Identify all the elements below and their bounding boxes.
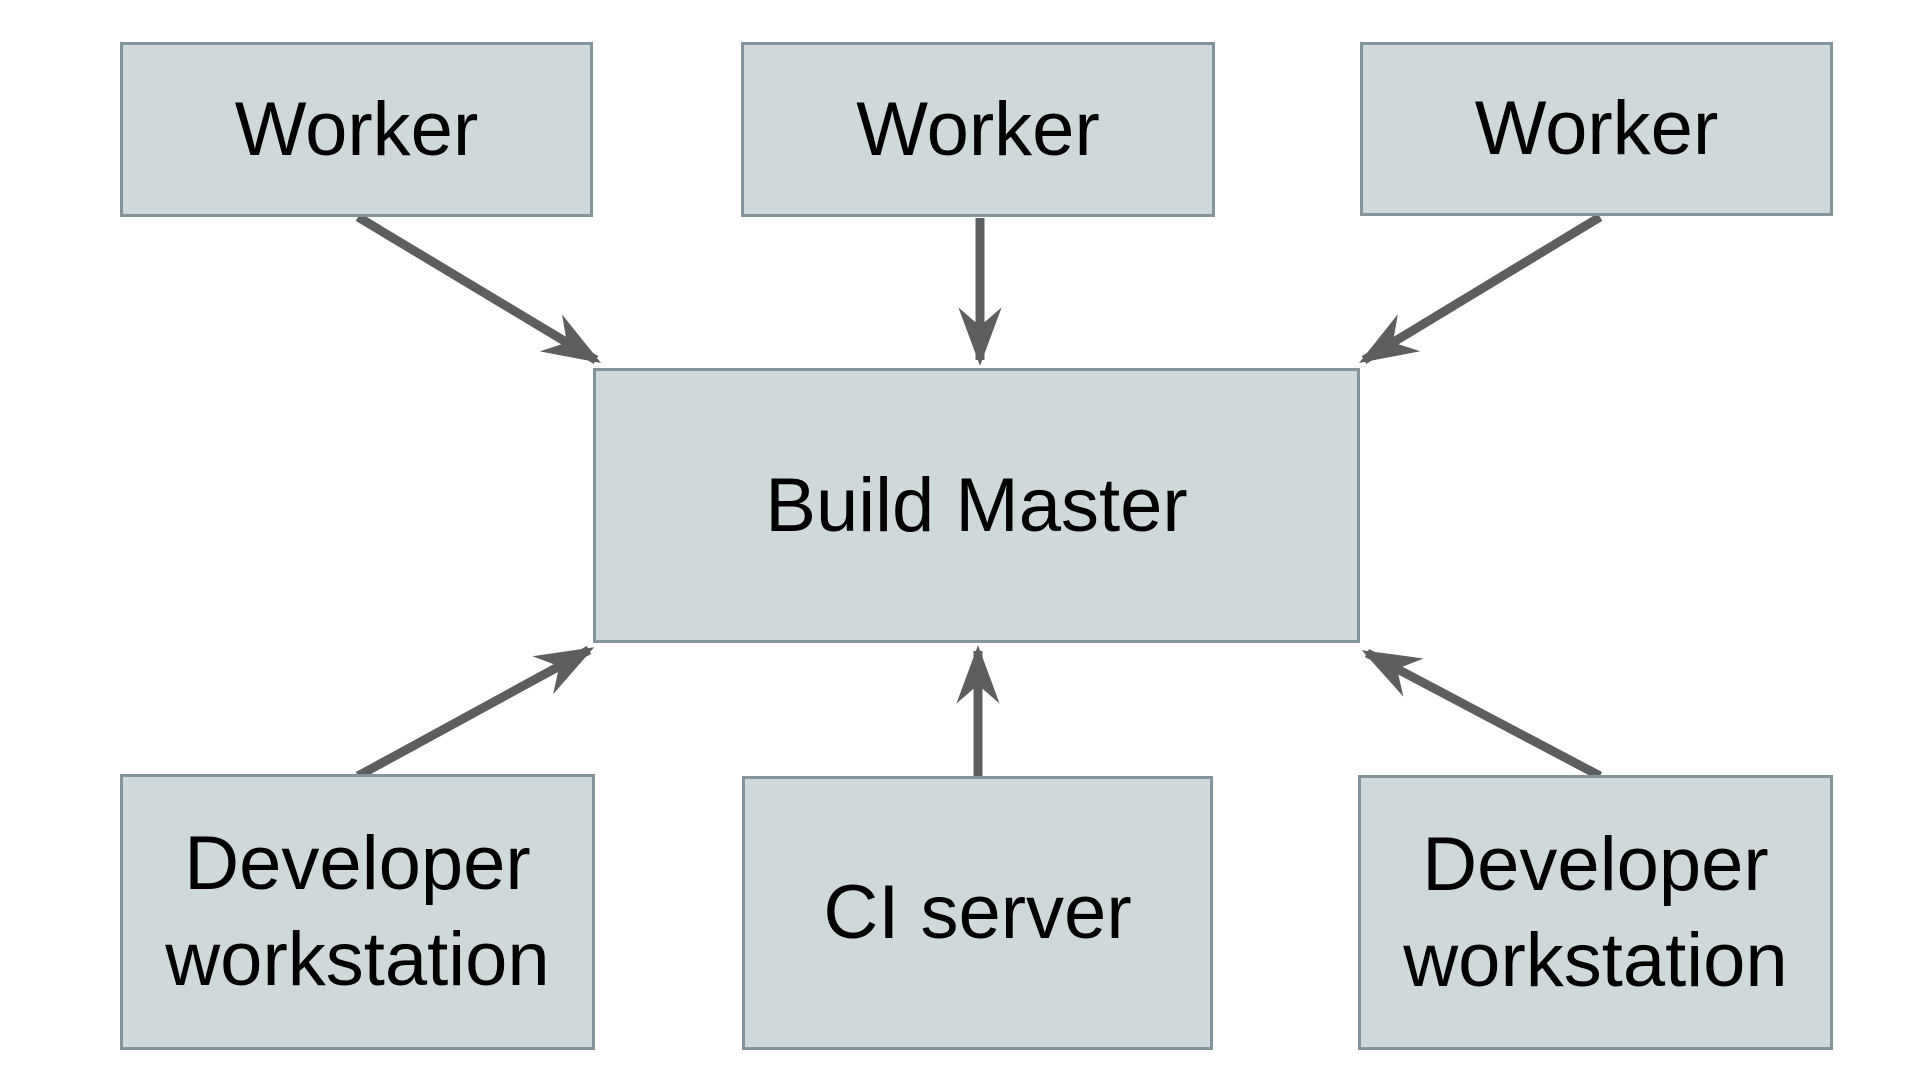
arrow-dev-right-to-build-master <box>1361 649 1603 780</box>
node-worker-1: Worker <box>120 42 593 217</box>
node-developer-workstation-right: Developer workstation <box>1358 775 1833 1050</box>
node-worker-3-label: Worker <box>1474 86 1719 171</box>
node-ci-server-label: CI server <box>823 870 1132 955</box>
arrow-worker3-to-build-master <box>1358 213 1603 364</box>
node-developer-workstation-left: Developer workstation <box>120 774 595 1050</box>
node-developer-workstation-right-label: Developer workstation <box>1403 821 1788 1003</box>
node-worker-1-label: Worker <box>234 86 479 172</box>
node-build-master: Build Master <box>593 368 1360 643</box>
arrow-worker1-to-build-master <box>355 213 602 364</box>
arrow-dev-left-to-build-master <box>355 646 595 780</box>
node-ci-server: CI server <box>742 776 1213 1050</box>
node-developer-workstation-left-label: Developer workstation <box>165 821 550 1002</box>
node-worker-2-label: Worker <box>856 86 1100 172</box>
node-build-master-label: Build Master <box>765 462 1188 548</box>
node-worker-3: Worker <box>1360 42 1833 216</box>
node-worker-2: Worker <box>741 42 1215 217</box>
